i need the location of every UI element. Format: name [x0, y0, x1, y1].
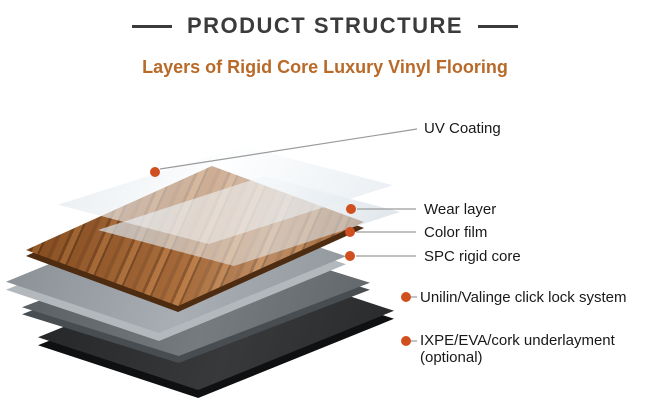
label-uv-coating: UV Coating	[424, 120, 501, 137]
label-spc-rigid-core: SPC rigid core	[424, 248, 521, 265]
title-row: PRODUCT STRUCTURE	[0, 13, 650, 39]
callout-underlayment	[401, 336, 417, 346]
header: PRODUCT STRUCTURE Layers of Rigid Core L…	[0, 0, 650, 78]
label-color-film: Color film	[424, 224, 488, 241]
page-title: PRODUCT STRUCTURE	[186, 13, 464, 38]
title-rule-left	[131, 24, 172, 28]
title-rule-right	[478, 24, 519, 28]
uv-coating-surface	[58, 146, 393, 244]
label-click-lock-system: Unilin/Valinge click lock system	[420, 289, 627, 306]
callout-click-lock	[401, 292, 417, 302]
subtitle: Layers of Rigid Core Luxury Vinyl Floori…	[142, 57, 508, 77]
layer-uv-coating	[58, 146, 393, 244]
label-wear-layer: Wear layer	[424, 201, 497, 218]
label-underlayment: IXPE/EVA/cork underlayment (optional)	[420, 332, 615, 366]
